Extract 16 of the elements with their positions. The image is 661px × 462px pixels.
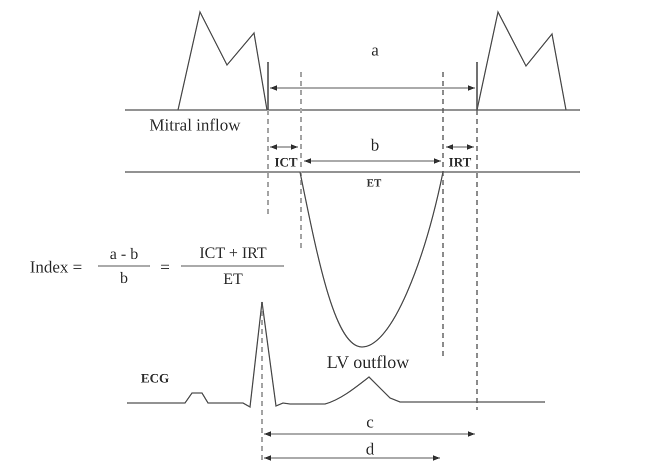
dimension-label: c: [366, 414, 374, 430]
trace-label: LV outflow: [326, 353, 410, 371]
interval-label: ICT: [274, 156, 298, 168]
interval-label: IRT: [448, 156, 472, 168]
dimension-label: d: [366, 440, 374, 458]
interval-label: ET: [366, 178, 382, 190]
trace-label: Mitral inflow: [149, 116, 241, 134]
formula-text: =: [160, 258, 170, 276]
dimension-label: a: [371, 42, 379, 58]
formula-denominator: ET: [223, 272, 243, 288]
formula-numerator: a - b: [110, 247, 138, 263]
formula-text: Index =: [30, 258, 82, 276]
trace-label: ECG: [140, 372, 170, 384]
formula-numerator: ICT + IRT: [199, 246, 267, 262]
formula-denominator: b: [120, 271, 128, 287]
dimension-label: b: [370, 136, 380, 154]
